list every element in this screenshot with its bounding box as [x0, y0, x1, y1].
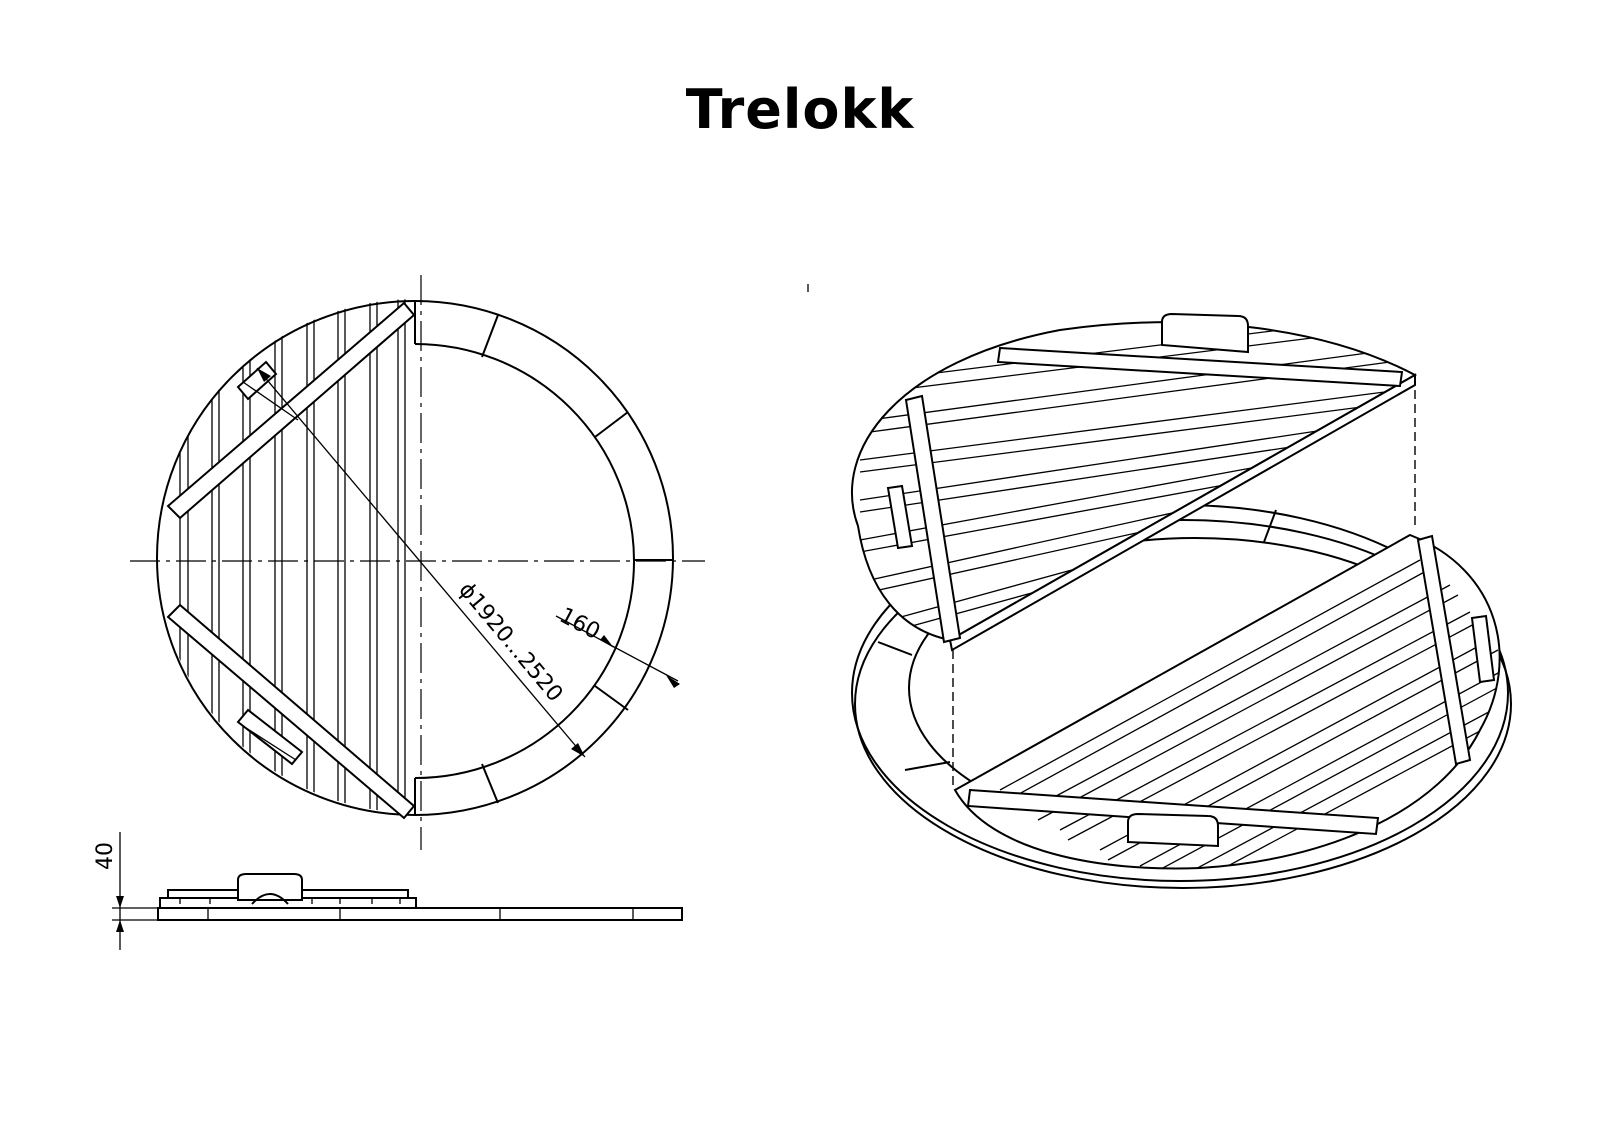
- diameter-label: ϕ1920...2520: [453, 578, 567, 707]
- iso-top-handle-side: [886, 484, 914, 550]
- rim-outer-arc: [414, 300, 674, 816]
- cross-batten-bottom: [166, 603, 416, 820]
- plan-view: ϕ1920...2520 160: [130, 275, 705, 850]
- height-label: 40: [93, 842, 118, 870]
- diameter-dimension-line: [256, 367, 586, 758]
- rim-width-label: 160: [555, 603, 604, 645]
- iso-bottom-handle: [1127, 812, 1219, 848]
- side-elevation-view: 40: [93, 832, 683, 950]
- iso-bottom-batten-long: [966, 788, 1380, 836]
- iso-top-handle: [1161, 312, 1249, 354]
- handle-bottom: [236, 708, 304, 766]
- iso-top-batten-long: [996, 346, 1404, 388]
- rim-width-dimension-line: [555, 615, 679, 682]
- lid-outline: [156, 300, 416, 816]
- cross-batten-top: [166, 301, 416, 520]
- rim-profile: [157, 907, 683, 921]
- rim-joint: [594, 411, 629, 438]
- iso-bottom-handle-side: [1470, 614, 1496, 684]
- rim-joint: [481, 763, 499, 804]
- iso-top-lid-edge: [948, 373, 1416, 652]
- isometric-exploded-view: [807, 284, 1512, 889]
- rim-joint: [594, 685, 629, 711]
- handle-top: [236, 360, 278, 401]
- iso-top-batten-short: [904, 394, 962, 644]
- handle-profile: [237, 873, 303, 901]
- iso-bottom-batten-short: [1416, 534, 1472, 766]
- rim-joint: [481, 314, 499, 358]
- page-title: Trelokk: [685, 78, 915, 141]
